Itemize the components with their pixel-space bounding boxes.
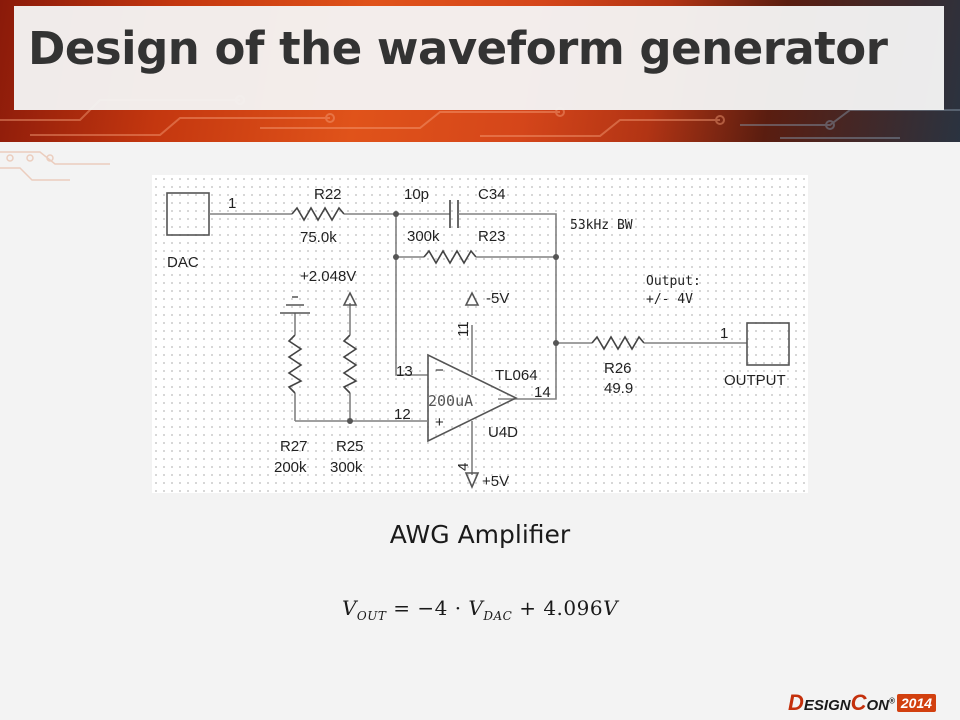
pin-12: 12 [394, 406, 411, 423]
output-label: OUTPUT [724, 372, 786, 389]
title-box: Design of the waveform generator [14, 6, 944, 110]
r25-name: R25 [336, 438, 364, 455]
junction-dot [347, 418, 353, 424]
side-trace-decoration [0, 151, 110, 181]
r22-value: 75.0k [300, 229, 337, 246]
logo-esign: ESIGN [803, 697, 851, 714]
r26-value: 49.9 [604, 380, 633, 397]
eq-tail: + 4.096 [512, 596, 604, 620]
arrow-pos-supply [464, 472, 480, 490]
junction-dot [553, 254, 559, 260]
c34-value: 10p [404, 186, 429, 203]
eq-vdac: V [468, 596, 484, 620]
eq-vout: V [341, 596, 357, 620]
output-connector [746, 322, 790, 366]
resistor-r27 [287, 334, 303, 394]
opamp-minus: − [435, 362, 444, 379]
output-note-line1: Output: [646, 274, 701, 289]
eq-vdac-sub: DAC [483, 609, 513, 623]
slide-title: Design of the waveform generator [28, 22, 888, 75]
output-pin: 1 [720, 325, 728, 342]
neg-supply-label: -5V [486, 290, 509, 307]
wire-c34-right [458, 213, 557, 343]
logo-d: D [788, 690, 804, 715]
dac-connector [166, 192, 210, 236]
output-note-line2: +/- 4V [646, 292, 693, 307]
resistor-r22 [291, 206, 345, 222]
logo-year: 2014 [896, 694, 937, 712]
opamp-plus: + [435, 414, 444, 431]
opamp-current: 200uA [428, 392, 473, 410]
r25-value: 300k [330, 459, 363, 476]
opamp-triangle [427, 353, 518, 443]
pin-13: 13 [396, 363, 413, 380]
logo-registered: ® [888, 696, 895, 706]
r22-name: R22 [314, 186, 342, 203]
vref-label: +2.048V [300, 268, 356, 285]
logo-on: ON [866, 697, 889, 714]
junction-dot [393, 211, 399, 217]
resistor-r26 [591, 335, 645, 351]
wire-output [498, 342, 592, 400]
dac-pin: 1 [228, 195, 236, 212]
bw-note: 53kHz BW [570, 218, 633, 233]
r27-name: R27 [280, 438, 308, 455]
eq-middle: = −4 · [386, 596, 469, 620]
eq-vout-sub: OUT [356, 609, 387, 623]
r23-value: 300k [407, 228, 440, 245]
r23-name: R23 [478, 228, 506, 245]
figure-caption: AWG Amplifier [389, 520, 571, 549]
junction-dot [393, 254, 399, 260]
c34-name: C34 [478, 186, 506, 203]
ground-symbol [280, 296, 310, 314]
wire-inverting-input [395, 257, 428, 376]
eq-unit: V [603, 596, 619, 620]
arrow-neg-supply [464, 291, 480, 306]
schematic-panel: DAC 1 R22 75.0k 10p C34 300k R23 53kHz B… [152, 175, 808, 493]
designcon-logo: DESIGNCON®2014 [788, 690, 937, 715]
r27-value: 200k [274, 459, 307, 476]
opamp-name: TL064 [495, 367, 538, 384]
transfer-equation: VOUT = −4 · VDAC + 4.096V [0, 596, 960, 623]
pin-4: 4 [455, 463, 472, 471]
capacitor-c34 [449, 200, 459, 228]
junction-dot [553, 340, 559, 346]
logo-c: C [850, 690, 867, 715]
r26-name: R26 [604, 360, 632, 377]
pin-11: 11 [455, 321, 472, 337]
dac-label: DAC [167, 254, 199, 271]
pos-supply-label: +5V [482, 473, 509, 490]
amplifier-schematic: DAC 1 R22 75.0k 10p C34 300k R23 53kHz B… [166, 186, 790, 490]
header-banner: Design of the waveform generator [0, 0, 960, 142]
arrow-vref [342, 291, 358, 306]
opamp-ref: U4D [488, 424, 518, 441]
resistor-r25 [342, 334, 358, 394]
pin-14: 14 [534, 384, 551, 401]
resistor-r23 [423, 249, 477, 265]
